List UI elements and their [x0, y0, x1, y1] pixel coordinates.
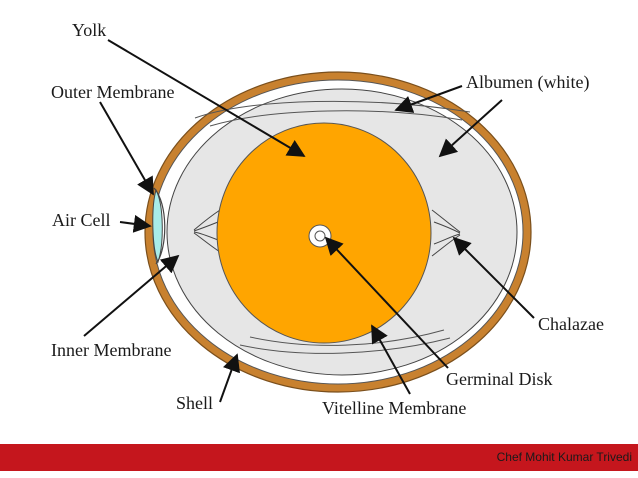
label-yolk: Yolk	[72, 20, 106, 40]
leader-vitelline-membrane	[371, 324, 411, 395]
leader-inner-membrane	[83, 254, 180, 337]
leader-albumen-white	[438, 99, 503, 158]
leader-outer-membrane	[99, 101, 154, 196]
label-air-cell: Air Cell	[52, 210, 111, 230]
membrane-band-bottom-inner	[249, 329, 445, 346]
egg-anatomy-diagram: Yolk Outer Membrane Albumen (white) Air …	[51, 20, 604, 418]
membrane-band-top	[194, 100, 471, 119]
author-credit: Chef Mohit Kumar Trivedi	[496, 450, 632, 464]
membrane-band-top-inner	[209, 110, 463, 127]
leader-albumen-top	[394, 85, 463, 113]
label-outer-membrane: Outer Membrane	[51, 82, 174, 102]
leader-yolk	[107, 39, 306, 157]
label-vitelline-membrane: Vitelline Membrane	[322, 398, 466, 418]
leader-germinal-disk	[324, 236, 449, 369]
label-germinal-disk: Germinal Disk	[446, 369, 552, 389]
label-shell: Shell	[176, 393, 213, 413]
membrane-band-bottom	[239, 337, 451, 354]
label-chalazae: Chalazae	[538, 314, 604, 334]
label-albumen: Albumen (white)	[466, 72, 589, 93]
leader-air-cell	[119, 214, 152, 233]
inner-membrane	[153, 187, 166, 265]
footer-bar: Chef Mohit Kumar Trivedi	[0, 444, 638, 471]
label-inner-membrane: Inner Membrane	[51, 340, 171, 360]
leader-chalazae	[452, 236, 535, 319]
germinal-disk-inner	[314, 230, 326, 242]
chalaza-right	[431, 209, 461, 257]
chalaza-left	[193, 209, 221, 253]
leader-shell	[219, 353, 240, 403]
